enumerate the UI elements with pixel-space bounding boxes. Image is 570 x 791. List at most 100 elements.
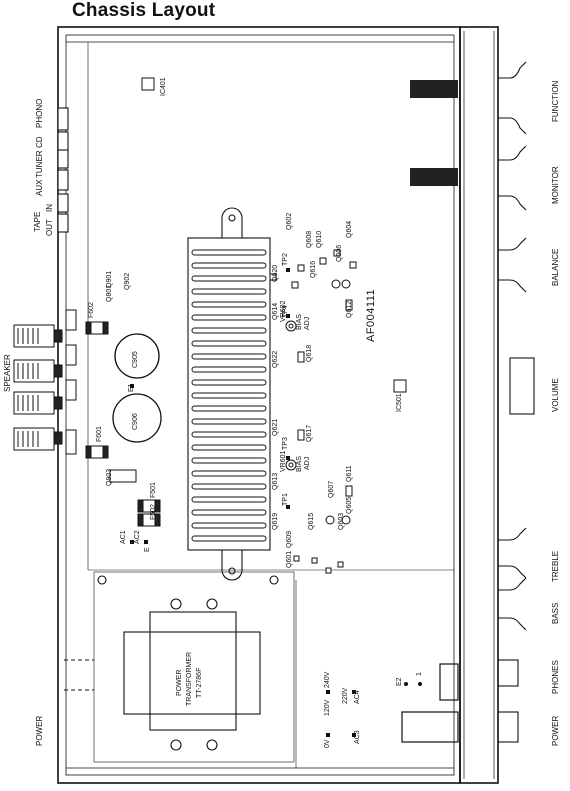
front-label-treble: TREBLE: [551, 550, 560, 582]
ac3-label: AC3: [354, 730, 361, 744]
f601-label: F601: [96, 426, 103, 442]
front-label-monitor: MONITOR: [551, 166, 560, 204]
q610-label: Q610: [316, 230, 323, 248]
heat-sink-fin: [191, 535, 267, 542]
ic401-label: IC401: [160, 77, 167, 96]
tp1-label: TP1: [282, 493, 289, 506]
front-label-power: POWER: [551, 715, 560, 746]
rear-label-phono: PHONO: [35, 98, 44, 128]
capacitor-c905: [114, 333, 160, 379]
front-label-volume: VOLUME: [551, 378, 560, 412]
transformer-line3: TT-2786F: [196, 667, 203, 698]
q604-label: Q604: [346, 220, 353, 238]
heat-sink-fin: [191, 392, 267, 399]
front-label-balance: BALANCE: [551, 248, 560, 286]
e-label: E: [144, 547, 151, 552]
q622-label: Q622: [272, 350, 279, 368]
q619-label: Q619: [272, 512, 279, 530]
heat-sink-fin: [191, 379, 267, 386]
c906-label: C906: [132, 413, 139, 430]
rear-label-aux: AUX: [35, 179, 44, 196]
q617-label: Q617: [306, 424, 313, 442]
q613-label: Q613: [272, 472, 279, 490]
power-switch: [401, 711, 459, 743]
e1-label: E1: [128, 383, 135, 392]
e2-label: E2: [396, 677, 403, 686]
rear-jacks: [57, 107, 69, 233]
v120-label: 120V: [324, 699, 331, 716]
q608-label: Q608: [306, 230, 313, 248]
phones-jack: [439, 663, 459, 701]
q606-label: Q606: [336, 244, 343, 262]
rear-label-cd: CD: [35, 136, 44, 148]
rear-label-speaker: SPEAKER: [3, 354, 12, 392]
c905-label: C905: [132, 351, 139, 368]
q903-label: Q903: [106, 468, 113, 486]
rear-label-tuner: TUNER: [35, 150, 44, 178]
v240-label: 240V: [324, 671, 331, 688]
front-label-phones: PHONES: [551, 660, 560, 694]
q616-label: Q616: [310, 260, 317, 278]
heat-sink-fin: [191, 366, 267, 373]
q605-label: Q605: [346, 496, 353, 514]
adj-label-2: ADJ: [304, 456, 311, 470]
monitor-switch: [410, 168, 458, 186]
heat-sink-fin: [191, 327, 267, 334]
board-model: AF004111: [365, 288, 377, 342]
tp2-label: TP2: [282, 253, 289, 266]
rear-label-tape: TAPE: [33, 211, 42, 232]
tp3-label: TP3: [282, 437, 289, 450]
tp4-label: TP4: [282, 305, 289, 318]
q901-label: Q901: [106, 270, 113, 288]
heat-sink-fin: [191, 275, 267, 282]
heat-sink-fin: [191, 262, 267, 269]
ac4-label: AC4: [354, 690, 361, 704]
heat-sink-fin: [191, 522, 267, 529]
speaker-terminals: [13, 324, 63, 451]
transformer-line1: POWER: [176, 669, 183, 696]
heat-sink-fin: [191, 431, 267, 438]
q607-label: Q607: [328, 480, 335, 498]
front-label-function: FUNCTION: [551, 80, 560, 122]
adj-label-1: ADJ: [304, 316, 311, 330]
heat-sink-fin: [191, 483, 267, 490]
transformer-line2: TRANSFORMER: [186, 651, 193, 706]
v0-label: 0V: [324, 739, 331, 748]
front-panel: [459, 26, 499, 784]
front-label-bass: BASS: [551, 602, 560, 624]
heat-sink-fin: [191, 288, 267, 295]
heat-sink-fin: [191, 405, 267, 412]
heat-sink-fin: [191, 509, 267, 516]
heat-sink-fin: [191, 314, 267, 321]
bias-label-1: BIAS: [296, 314, 303, 330]
ic501-box: [393, 379, 407, 393]
heat-sink-fin: [191, 496, 267, 503]
front-controls: [497, 61, 535, 743]
fuses: [85, 321, 161, 527]
q618-label: Q618: [306, 344, 313, 362]
q620-label: Q620: [272, 264, 279, 282]
q902-label: Q902: [124, 272, 131, 290]
f502-label: F502: [150, 504, 157, 520]
ac1-label: AC1: [120, 530, 127, 544]
heat-sink-fin: [191, 353, 267, 360]
f602-label: F602: [88, 302, 95, 318]
ac2-label: AC2: [134, 530, 141, 544]
ic501-label: IC501: [396, 393, 403, 412]
f501-label: F501: [150, 482, 157, 498]
q609-label: Q609: [286, 530, 293, 548]
jumper-1-label: 1: [416, 672, 423, 676]
rear-label-out: OUT: [45, 219, 54, 236]
rear-label-in: IN: [45, 204, 54, 212]
q612-label: Q612: [346, 300, 353, 318]
power-transformer: [64, 571, 295, 763]
q603-label: Q603: [338, 512, 345, 530]
ic401-box: [141, 77, 155, 91]
function-switch: [410, 80, 458, 98]
heat-sink-fin: [191, 249, 267, 256]
q621-label: Q621: [272, 418, 279, 436]
bias-label-2: BIAS: [296, 456, 303, 472]
heat-sink-fin: [191, 457, 267, 464]
heat-sink-fin: [191, 444, 267, 451]
